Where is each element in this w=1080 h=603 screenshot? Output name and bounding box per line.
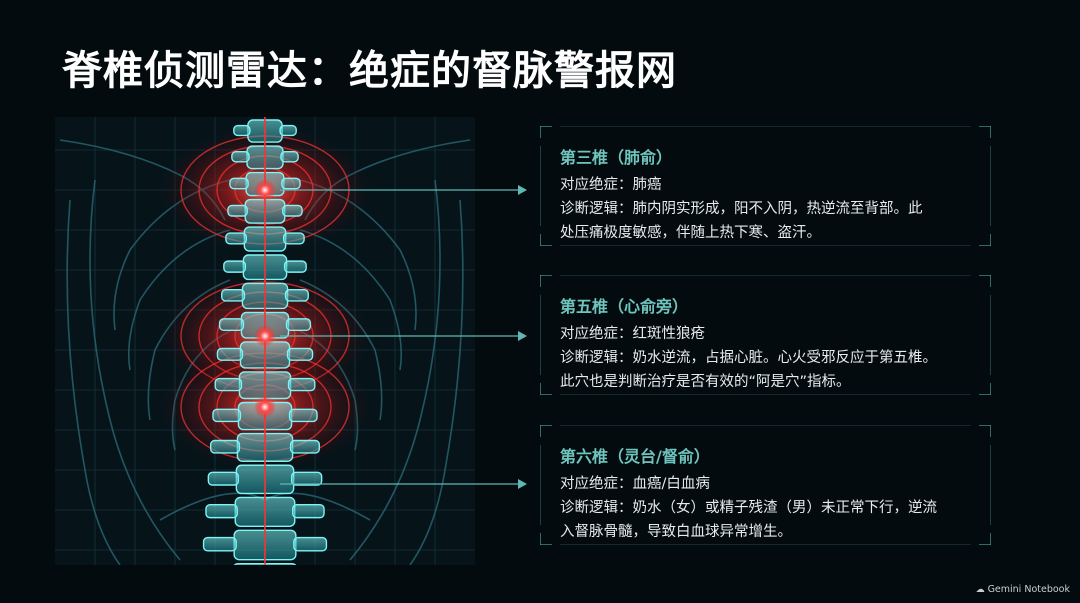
connector-arrow-t6 <box>280 479 527 489</box>
vertebra-process <box>227 204 248 217</box>
vertebra-process <box>218 318 245 331</box>
vertebra-process <box>282 232 305 245</box>
vertebra-process <box>288 408 318 423</box>
vertebra-process <box>293 536 328 552</box>
vertebra-process <box>295 571 329 584</box>
vertebra-process <box>280 150 299 163</box>
vertebra-process <box>284 289 309 302</box>
vertebra-process <box>223 260 247 273</box>
vertebra-process <box>233 124 251 137</box>
vertebra-process <box>282 204 303 217</box>
card-logic-line2: 此穴也是判断治疗是否有效的“阿是穴”指标。 <box>560 374 851 390</box>
vertebra-process <box>214 377 243 392</box>
vertebra-process <box>292 503 325 519</box>
vertebra-process <box>283 260 307 273</box>
card-disease: 对应绝症：血癌/白血病 <box>560 476 710 492</box>
card-logic-line1: 诊断逻辑：肺内阴实形成，阳不入阴，热逆流至背部。此 <box>560 201 923 217</box>
card-frame <box>540 275 991 395</box>
vertebra-process <box>229 177 249 190</box>
vertebra-process <box>205 503 238 519</box>
watermark: ☁Gemini Notebook <box>976 584 1070 595</box>
vertebra <box>233 562 297 565</box>
vertebra-process <box>212 408 242 423</box>
vertebra-process <box>202 536 237 552</box>
hotspot-core-t3 <box>254 179 276 201</box>
card-title: 第六椎（灵台/督俞） <box>560 447 710 466</box>
info-card-t3: 第三椎（肺俞） 对应绝症：肺癌 诊断逻辑：肺内阴实形成，阳不入阴，热逆流至背部。… <box>540 126 991 246</box>
vertebra-process <box>216 347 244 361</box>
vertebra-process <box>201 571 235 584</box>
card-logic-line2: 处压痛极度敏感，伴随上热下寒、盗汗。 <box>560 225 821 241</box>
vertebra-process <box>289 439 321 454</box>
card-title: 第三椎（肺俞） <box>560 148 673 167</box>
card-logic-line1: 诊断逻辑：奶水（女）或精子残渣（男）未正常下行，逆流 <box>560 500 937 516</box>
vertebra-process <box>231 150 250 163</box>
info-card-t5: 第五椎（心俞旁） 对应绝症：红斑性狼疮 诊断逻辑：奶水逆流，占据心脏。心火受邪反… <box>540 275 991 395</box>
vertebra-process <box>287 377 316 392</box>
vertebra-process <box>221 289 246 302</box>
hotspot-core-t5 <box>254 325 276 347</box>
card-frame <box>540 126 991 246</box>
card-title: 第五椎（心俞旁） <box>560 297 689 316</box>
info-card-t6: 第六椎（灵台/督俞） 对应绝症：血癌/白血病 诊断逻辑：奶水（女）或精子残渣（男… <box>540 425 991 545</box>
connector-arrow-t5 <box>280 331 527 341</box>
vertebra-process <box>209 439 241 454</box>
vertebra-process <box>225 232 248 245</box>
vertebra-process <box>281 177 301 190</box>
vertebra-process <box>279 124 297 137</box>
card-logic-line2: 入督脉骨髓，导致白血球异常增生。 <box>560 524 792 540</box>
vertebra-process <box>285 318 312 331</box>
spine <box>201 117 329 584</box>
page-title: 脊椎侦测雷达：绝症的督脉警报网 <box>62 48 677 94</box>
watermark-text: Gemini Notebook <box>987 584 1070 595</box>
card-frame <box>540 425 991 545</box>
card-disease: 对应绝症：肺癌 <box>560 177 662 193</box>
vertebra-process <box>286 347 314 361</box>
card-logic-line1: 诊断逻辑：奶水逆流，占据心脏。心火受邪反应于第五椎。 <box>560 350 937 366</box>
vertebra-process <box>207 471 240 486</box>
card-disease: 对应绝症：红斑性狼疮 <box>560 326 705 342</box>
vertebra-process <box>290 471 323 486</box>
connector-arrow-t3 <box>280 185 527 195</box>
hotspot-core-t6 <box>254 396 276 418</box>
cloud-icon: ☁ <box>975 585 985 595</box>
